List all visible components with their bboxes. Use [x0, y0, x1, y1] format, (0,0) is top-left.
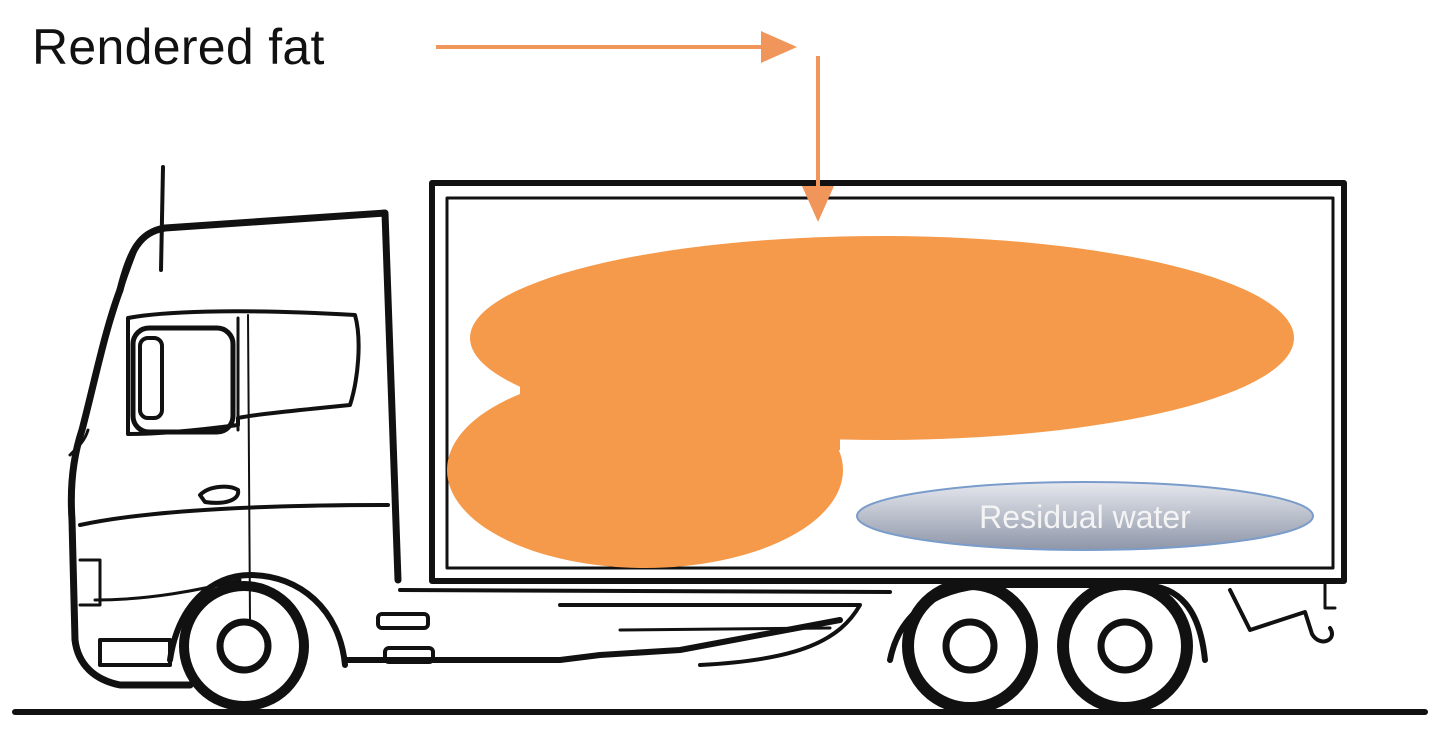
- rendered-fat-shape: [447, 236, 1294, 568]
- rendered-fat-label: Rendered fat: [32, 19, 325, 75]
- residual-water-shape: Residual water: [856, 481, 1314, 551]
- cargo-box-outer: [429, 180, 1347, 584]
- arrow-icon: [436, 31, 834, 222]
- cargo-box-inner: [445, 196, 1335, 570]
- truck-outline-icon: [67, 165, 1347, 714]
- residual-water-label: Residual water: [979, 499, 1191, 535]
